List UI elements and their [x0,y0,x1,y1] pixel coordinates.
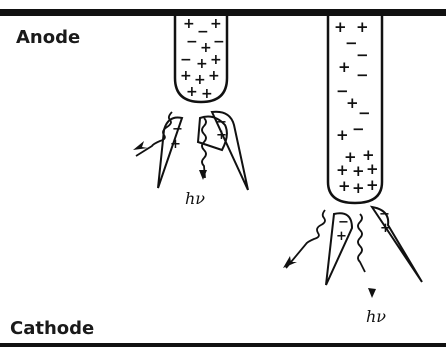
plus-sign: + [210,16,222,32]
plus-sign: + [208,68,220,84]
cathode-label: Cathode [10,318,94,339]
photon-arrow-right-2 [358,214,365,272]
plus-sign: + [210,52,222,68]
plus-sign: + [338,58,351,76]
plus-sign: + [338,177,351,195]
plus-sign: + [336,126,349,144]
cathode-plate [0,343,446,347]
anode-plate [0,9,446,16]
minus-sign: − [180,52,192,68]
plus-sign: + [346,94,359,112]
plus-sign: + [352,162,365,180]
photon-arrow-left-1 [136,112,172,156]
minus-sign: − [338,215,349,230]
plus-sign: + [336,229,347,244]
plus-sign: + [216,128,227,143]
plus-sign: + [356,18,369,36]
minus-sign: − [352,120,365,138]
plus-sign: + [170,137,181,152]
photon-label-left: hν [185,189,205,208]
plus-sign: + [186,84,198,100]
minus-sign: − [197,24,209,40]
plus-sign: + [180,68,192,84]
arrowhead-left-1 [133,141,148,150]
minus-sign: − [213,34,225,50]
plus-sign: + [352,179,365,197]
photon-label-right: hν [366,307,386,326]
minus-sign: − [356,66,369,84]
photon-arrow-left-2 [202,118,206,178]
photon-arrow-right-1 [286,210,325,268]
anode-label: Anode [16,27,80,48]
plus-sign: + [201,86,213,102]
plus-sign: + [366,176,379,194]
minus-sign: − [172,122,183,137]
arrowhead-left-2 [199,170,207,180]
minus-sign: − [379,207,390,222]
plus-sign: + [380,221,391,236]
plus-sign: + [196,56,208,72]
arrowhead-right-2 [368,288,376,298]
minus-sign: − [186,34,198,50]
left-tube-charges: + − + − + − − + + + + + + + [180,16,225,102]
plus-sign: + [183,16,195,32]
minus-sign: − [356,46,369,64]
right-tube-charges: + + − − + − − + − + − + + + + + + + + [334,18,379,197]
